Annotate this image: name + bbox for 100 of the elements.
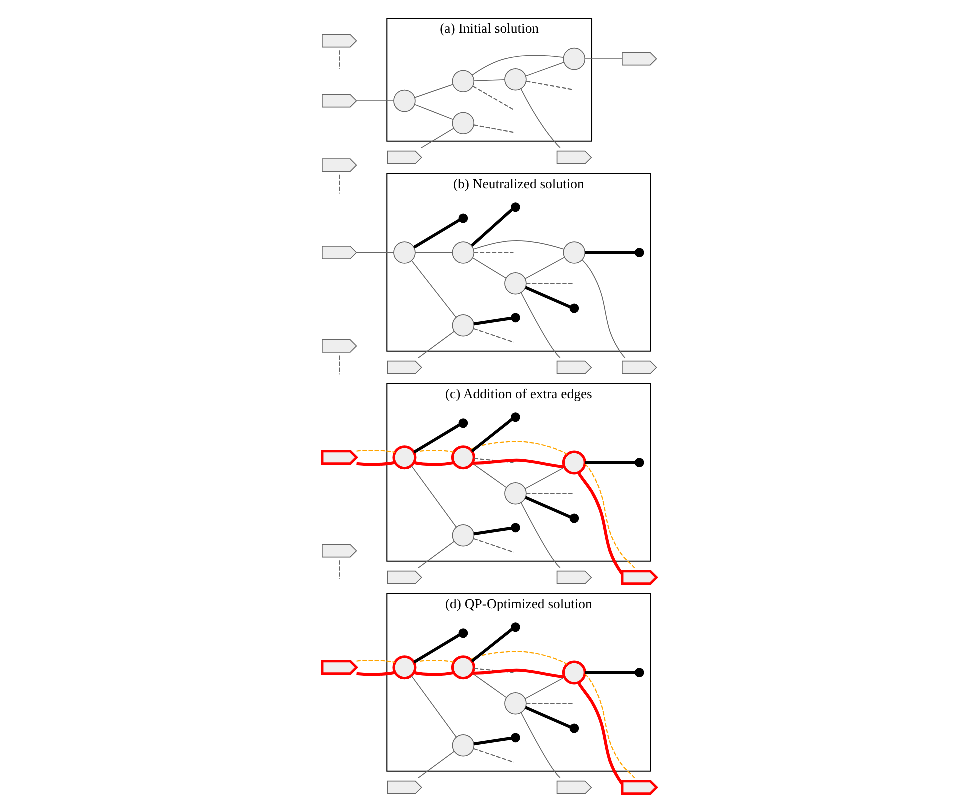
node-dot	[634, 248, 644, 258]
node-circle	[504, 692, 526, 715]
node-pentagon	[322, 246, 357, 260]
connector	[412, 424, 460, 454]
connector	[576, 682, 623, 785]
connector	[414, 104, 454, 120]
node-circle	[562, 450, 586, 475]
connector	[356, 660, 395, 664]
connector	[470, 208, 513, 247]
connector	[413, 671, 454, 676]
connector	[356, 100, 394, 102]
cluster: (c) Addition of extra edges	[386, 383, 651, 562]
connector	[584, 674, 635, 778]
connector	[524, 467, 564, 490]
connector	[414, 84, 453, 98]
node-circle	[392, 446, 416, 470]
node-circle	[452, 112, 474, 134]
connector	[473, 124, 514, 134]
connector	[473, 80, 505, 82]
node-pentagon	[322, 340, 357, 353]
connector	[520, 292, 560, 358]
connector	[473, 328, 514, 343]
connector	[413, 461, 454, 466]
node-circle	[452, 734, 474, 757]
connector	[338, 560, 340, 580]
node-pentagon	[386, 780, 422, 794]
connector	[472, 240, 564, 250]
node-dot	[458, 214, 468, 224]
node-pentagon	[322, 34, 357, 48]
node-circle	[504, 68, 526, 91]
connector	[470, 440, 568, 456]
connector	[520, 502, 560, 568]
connector	[524, 257, 564, 280]
connector	[414, 252, 452, 254]
node-circle	[504, 482, 526, 505]
node-pentagon	[620, 780, 658, 796]
connector	[472, 55, 564, 76]
connector	[412, 219, 460, 249]
connector	[470, 418, 512, 453]
connector	[472, 258, 506, 279]
connector	[356, 252, 394, 254]
connector	[470, 650, 568, 666]
node-pentagon	[622, 360, 657, 374]
node-circle	[562, 242, 586, 264]
connector	[474, 252, 514, 254]
node-circle	[393, 242, 416, 264]
connector	[410, 676, 456, 738]
connector	[473, 538, 514, 553]
cluster: (d) QP-Optimized solution	[386, 593, 651, 772]
node-dot	[458, 418, 468, 428]
node-circle	[452, 70, 474, 92]
cluster: (b) Neutralized solution	[386, 173, 651, 352]
connector	[524, 496, 570, 518]
node-circle	[562, 660, 586, 685]
node-circle	[562, 48, 586, 70]
connector	[525, 62, 564, 77]
connector	[472, 86, 514, 111]
node-dot	[634, 458, 644, 468]
connector	[472, 463, 507, 488]
connector	[473, 748, 514, 763]
node-pentagon	[556, 360, 592, 374]
connector	[526, 703, 572, 704]
node-pentagon	[320, 660, 358, 676]
connector	[584, 58, 622, 60]
connector	[524, 677, 564, 700]
connector	[418, 331, 454, 359]
node-circle	[450, 656, 475, 680]
node-dot	[510, 202, 520, 212]
connector	[356, 461, 395, 466]
connector	[418, 541, 454, 569]
node-dot	[510, 622, 520, 632]
connector	[470, 628, 512, 663]
node-dot	[510, 523, 520, 533]
node-pentagon	[322, 94, 357, 108]
connector	[520, 88, 560, 148]
node-dot	[634, 668, 644, 678]
connector	[474, 316, 512, 326]
node-pentagon	[322, 158, 357, 172]
node-circle	[452, 242, 474, 264]
node-dot	[569, 724, 579, 734]
node-dot	[510, 412, 520, 422]
node-dot	[569, 514, 579, 524]
connector	[338, 174, 340, 194]
node-dot	[510, 313, 520, 323]
node-pentagon	[320, 450, 358, 466]
node-pentagon	[556, 780, 592, 794]
node-circle	[452, 314, 474, 337]
connector	[584, 461, 635, 464]
connector	[410, 466, 456, 528]
node-circle	[392, 656, 416, 680]
node-circle	[504, 272, 526, 295]
node-dot	[510, 733, 520, 743]
connector	[356, 671, 395, 676]
connector	[526, 283, 572, 284]
connector	[520, 712, 560, 778]
node-pentagon	[622, 52, 657, 66]
connector	[526, 493, 572, 494]
node-dot	[458, 628, 468, 638]
connector	[524, 286, 570, 308]
node-circle	[452, 524, 474, 547]
